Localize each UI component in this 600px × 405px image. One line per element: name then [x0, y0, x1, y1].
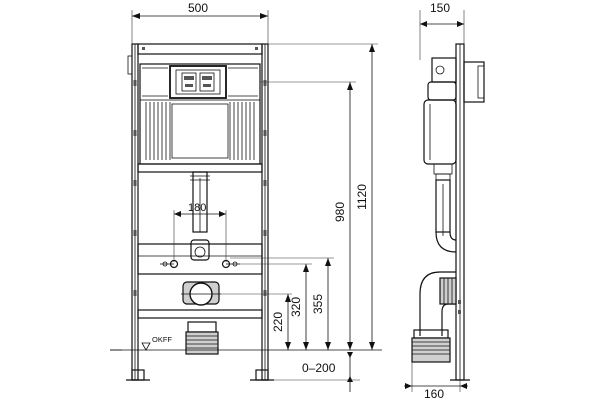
actuator-opening	[169, 65, 227, 99]
drain-connection	[181, 281, 221, 355]
dim-side-depth-top: 150	[419, 1, 465, 60]
lower-rail	[137, 309, 263, 319]
actuator-housing	[463, 61, 485, 103]
side-drain-bend	[411, 271, 457, 363]
svg-text:0–200: 0–200	[302, 361, 336, 375]
svg-text:980: 980	[333, 202, 347, 222]
dim-side-depth-bottom: 160	[404, 362, 468, 401]
upright-holes	[133, 80, 267, 296]
svg-text:1120: 1120	[355, 184, 369, 210]
svg-text:320: 320	[289, 297, 303, 317]
dim-355: 355	[311, 258, 331, 350]
side-flush-pipe	[435, 179, 457, 253]
dim-axis-spacing: 180	[173, 202, 227, 262]
side-view: 150 160	[404, 1, 485, 401]
svg-text:150: 150	[430, 1, 450, 15]
svg-text:355: 355	[311, 294, 325, 314]
front-view: OKFF 500 180 1120	[110, 1, 382, 392]
dim-width: 500	[131, 1, 269, 44]
svg-text:220: 220	[271, 312, 285, 332]
side-cistern	[423, 57, 457, 181]
feet	[126, 369, 274, 381]
mounting-bolts	[160, 259, 240, 269]
svg-text:180: 180	[188, 202, 206, 214]
dim-320: 320	[289, 264, 309, 350]
side-bracket	[127, 55, 133, 75]
dim-floor-adjust: 0–200	[274, 352, 360, 392]
bowl-mount-crossbar	[137, 243, 263, 275]
dim-220: 220	[271, 294, 291, 350]
dim-total-height: 1120	[355, 44, 375, 350]
cistern-ribs	[145, 102, 255, 160]
okff-label: OKFF	[152, 335, 172, 344]
cistern-rail	[137, 163, 263, 173]
dim-cistern-height: 980	[333, 82, 353, 350]
svg-text:500: 500	[188, 1, 208, 15]
svg-text:160: 160	[424, 387, 444, 400]
top-rail	[137, 43, 263, 55]
